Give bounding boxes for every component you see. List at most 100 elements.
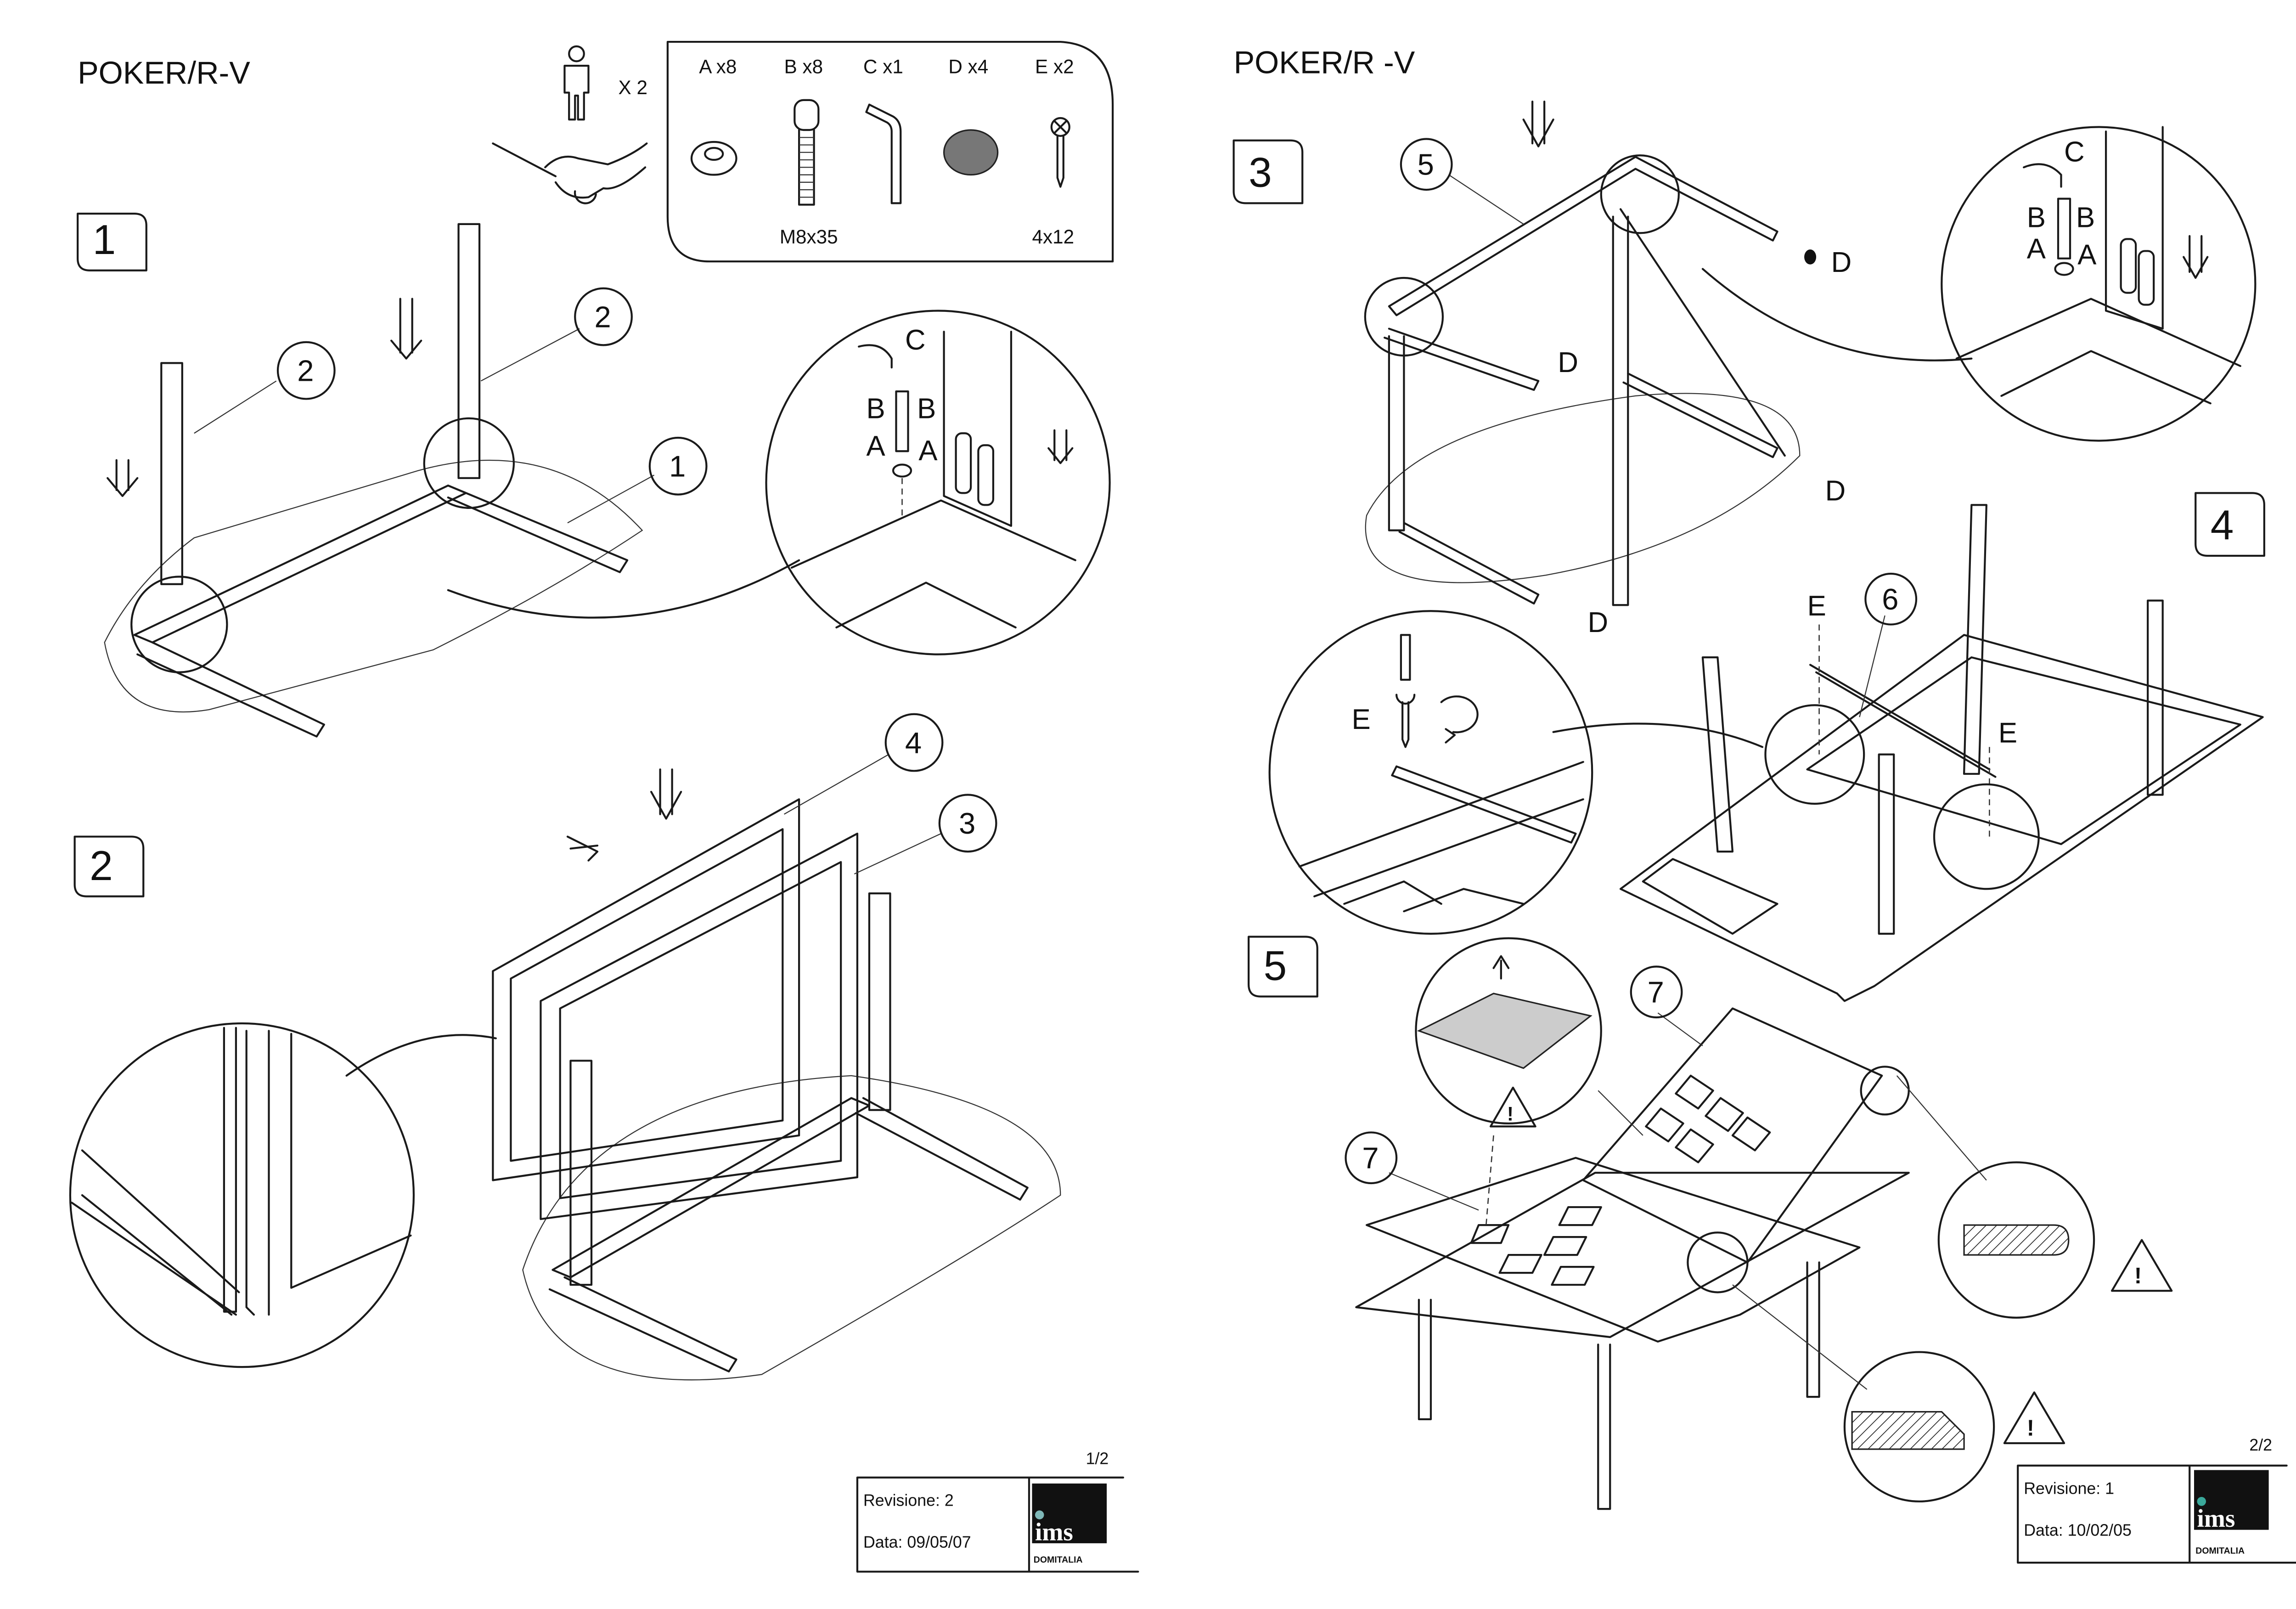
washer-icon — [690, 141, 737, 176]
warning-icon: ! — [1489, 1086, 1536, 1128]
svg-text:1: 1 — [669, 450, 686, 483]
svg-text:E: E — [1352, 704, 1371, 735]
ims-logo: ims DOMITALIA — [2194, 1470, 2269, 1556]
rotate-clockwise-icon — [1440, 695, 1479, 744]
svg-text:B: B — [866, 393, 885, 425]
svg-text:!: ! — [1507, 1103, 1514, 1124]
callout-2: 2 — [276, 341, 336, 400]
svg-text:A: A — [2027, 233, 2046, 265]
svg-text:4: 4 — [905, 726, 922, 759]
svg-text:DOMITALIA: DOMITALIA — [1034, 1555, 1083, 1565]
detail-view-bolt: C B B A A — [765, 310, 1111, 655]
date: Data: 10/02/05 — [2024, 1521, 2132, 1540]
svg-text:B: B — [2027, 202, 2046, 233]
arrow-up-icon — [1492, 955, 1510, 980]
hardware-label-d: D x4 — [948, 56, 988, 77]
page-number: 2/2 — [2249, 1436, 2272, 1454]
warning-icon: ! — [2110, 1239, 2173, 1292]
detail-view-edge-profile — [1937, 1161, 2095, 1319]
revision: Revisione: 1 — [2024, 1479, 2114, 1498]
step-number: 1 — [93, 217, 116, 263]
page-number: 1/2 — [1086, 1450, 1109, 1468]
callout-4: 4 — [884, 713, 944, 772]
svg-text:ims: ims — [2197, 1504, 2235, 1532]
page-1: POKER/R-V X 2 A x8 B x8 C x1 D x4 E x2 M… — [69, 40, 1139, 1573]
svg-text:A: A — [918, 435, 938, 467]
callout-5: 5 — [1400, 138, 1453, 191]
svg-text:E: E — [1998, 717, 2017, 749]
arrow-down-icon — [1047, 429, 1074, 464]
step-2-drawing: 4 3 — [69, 713, 1061, 1381]
step-3-badge: 3 — [1232, 139, 1304, 204]
step-1-badge: 1 — [77, 213, 147, 271]
arrow-right-icon — [566, 836, 599, 862]
svg-text:2: 2 — [297, 354, 314, 387]
step-5-badge: 5 — [1248, 936, 1318, 998]
title-block: 1/2 Revisione: 2 Data: 09/05/07 ims DOMI… — [856, 1450, 1139, 1573]
person-icon — [563, 45, 590, 121]
step-1-drawing: 2 2 1 C B B A A — [104, 223, 1111, 738]
svg-text:C: C — [905, 324, 926, 356]
page-title: POKER/R-V — [78, 56, 250, 90]
page-title: POKER/R -V — [1234, 45, 1415, 80]
ims-logo: ims DOMITALIA — [1032, 1483, 1107, 1565]
warning-icon: ! — [2003, 1391, 2065, 1445]
step-5-drawing: 7 7 ! ! ! — [1345, 937, 2173, 1510]
detail-view-bolt: C B B A A — [1941, 126, 2257, 442]
svg-text:!: ! — [2027, 1416, 2034, 1441]
people-count: X 2 — [619, 77, 647, 98]
page-2: POKER/R -V 3 5 D D D D — [1232, 45, 2296, 1564]
svg-text:D: D — [1587, 607, 1608, 638]
hardware-size-e: 4x12 — [1032, 226, 1075, 248]
hardware-label-b: B x8 — [784, 56, 823, 77]
svg-text:D: D — [1831, 247, 1852, 278]
callout-6: 6 — [1864, 572, 1918, 626]
allen-key-icon — [865, 103, 902, 204]
svg-text:3: 3 — [1249, 150, 1272, 196]
detail-view-edge-bevel — [1843, 1351, 1995, 1502]
svg-text:E: E — [1807, 590, 1826, 622]
hardware-label-c: C x1 — [863, 56, 903, 77]
svg-text:D: D — [1558, 347, 1578, 378]
callout-2: 2 — [574, 287, 633, 346]
step-4-drawing: E E 6 E — [1268, 504, 2264, 1002]
svg-text:A: A — [866, 430, 885, 462]
svg-text:D: D — [1825, 475, 1846, 507]
arrow-down-icon — [107, 459, 139, 497]
arrow-down-icon — [650, 768, 682, 820]
arrow-down-icon — [390, 298, 422, 360]
hardware-label-a: A x8 — [699, 56, 737, 77]
svg-text:DOMITALIA: DOMITALIA — [2195, 1546, 2245, 1556]
svg-text:4: 4 — [2211, 502, 2234, 548]
svg-text:2: 2 — [595, 300, 611, 333]
svg-text:ims: ims — [1035, 1518, 1073, 1546]
arrow-down-icon — [2183, 235, 2209, 279]
date: Data: 09/05/07 — [863, 1533, 971, 1552]
arrow-down-icon — [1522, 101, 1554, 147]
svg-text:A: A — [2077, 239, 2097, 271]
svg-text:3: 3 — [959, 807, 975, 840]
svg-text:B: B — [2076, 202, 2095, 233]
callout-7: 7 — [1630, 965, 1683, 1019]
hardware-size-b: M8x35 — [780, 226, 838, 248]
step-2-badge: 2 — [73, 836, 145, 898]
felt-pad-icon — [1804, 249, 1817, 265]
revision: Revisione: 2 — [863, 1491, 954, 1510]
hardware-label-e: E x2 — [1035, 56, 1074, 77]
svg-text:2: 2 — [90, 843, 113, 889]
detail-view-screw: E — [1268, 610, 1593, 935]
bolt-icon — [793, 99, 820, 206]
step-4-badge: 4 — [2195, 492, 2265, 557]
detail-view-frame-corner — [69, 1022, 415, 1368]
callout-7: 7 — [1345, 1131, 1398, 1185]
callout-3: 3 — [938, 794, 997, 853]
svg-text:6: 6 — [1882, 582, 1898, 616]
svg-text:!: ! — [2134, 1264, 2142, 1288]
svg-text:7: 7 — [1362, 1141, 1379, 1174]
screw-icon — [1050, 117, 1070, 188]
title-block: 2/2 Revisione: 1 Data: 10/02/05 ims DOMI… — [2017, 1436, 2296, 1564]
svg-text:5: 5 — [1264, 943, 1287, 989]
svg-text:B: B — [917, 393, 936, 425]
detail-view-glass-edge — [1415, 937, 1602, 1125]
